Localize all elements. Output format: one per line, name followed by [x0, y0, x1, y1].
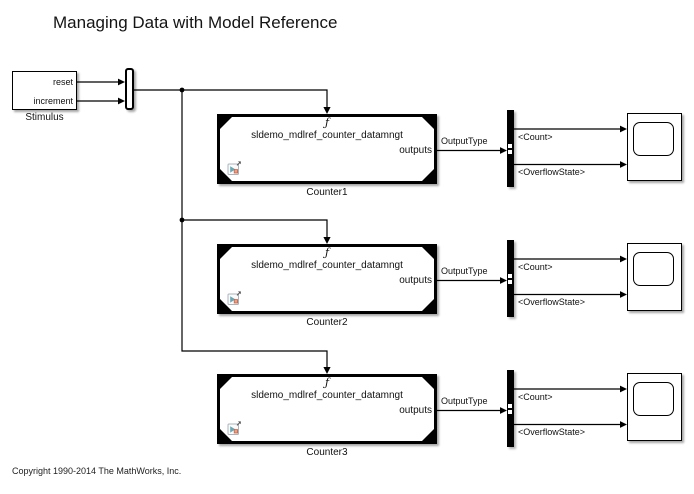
outputtype-signal-label: OutputType — [441, 136, 488, 146]
corner-notch — [220, 377, 232, 389]
model-reference-icon — [227, 421, 241, 435]
overflowstate-signal-label: <OverflowState> — [518, 167, 586, 177]
referenced-model-name: sldemo_mdlref_counter_datamngt — [251, 390, 403, 401]
trigger-port-icon: ƒ — [324, 376, 330, 389]
scope-screen-icon — [632, 251, 674, 286]
count-signal-label: <Count> — [518, 262, 553, 272]
scope2-block[interactable] — [627, 243, 682, 311]
bus-selector-2[interactable] — [507, 240, 514, 317]
corner-notch — [220, 117, 232, 129]
bus-selector-3[interactable] — [507, 370, 514, 447]
trigger-port-icon: ƒ — [324, 116, 330, 129]
trigger-port-icon: ƒ — [324, 246, 330, 259]
corner-notch — [422, 247, 434, 259]
outputs-port-label: outputs — [399, 405, 432, 416]
scope1-block[interactable] — [627, 113, 682, 181]
outputtype-signal-label: OutputType — [441, 396, 488, 406]
stimulus-port-increment: increment — [33, 96, 73, 106]
scope-screen-icon — [632, 381, 674, 416]
referenced-model-name: sldemo_mdlref_counter_datamngt — [251, 260, 403, 271]
scope-screen-icon — [632, 121, 674, 156]
counter2-block[interactable]: ƒ sldemo_mdlref_counter_datamngt outputs — [217, 244, 437, 314]
corner-notch — [422, 169, 434, 181]
outputs-port-label: outputs — [399, 145, 432, 156]
bus-input-port-icon — [507, 144, 512, 148]
corner-notch — [422, 117, 434, 129]
mux-block[interactable] — [125, 68, 134, 110]
count-signal-label: <Count> — [518, 392, 553, 402]
counter3-block[interactable]: ƒ sldemo_mdlref_counter_datamngt outputs — [217, 374, 437, 444]
bus-selector-1[interactable] — [507, 110, 514, 187]
model-reference-icon — [227, 291, 241, 305]
outputs-port-label: outputs — [399, 275, 432, 286]
stimulus-block[interactable]: reset increment — [12, 71, 77, 110]
copyright-text: Copyright 1990-2014 The MathWorks, Inc. — [12, 466, 182, 476]
referenced-model-name: sldemo_mdlref_counter_datamngt — [251, 130, 403, 141]
outputtype-signal-label: OutputType — [441, 266, 488, 276]
model-reference-icon — [227, 161, 241, 175]
bus-input-port-icon — [507, 410, 512, 414]
counter1-block[interactable]: ƒ sldemo_mdlref_counter_datamngt outputs — [217, 114, 437, 184]
bus-input-port-icon — [507, 280, 512, 284]
stimulus-caption: Stimulus — [25, 112, 64, 123]
count-signal-label: <Count> — [518, 132, 553, 142]
corner-notch — [422, 429, 434, 441]
counter3-caption: Counter3 — [306, 447, 348, 458]
overflowstate-signal-label: <OverflowState> — [518, 297, 586, 307]
corner-notch — [422, 377, 434, 389]
bus-input-port-icon — [507, 150, 512, 154]
bus-input-port-icon — [507, 274, 512, 278]
corner-notch — [422, 299, 434, 311]
scope3-block[interactable] — [627, 373, 682, 441]
model-title: Managing Data with Model Reference — [53, 13, 338, 32]
counter2-caption: Counter2 — [306, 317, 348, 328]
corner-notch — [220, 247, 232, 259]
bus-input-port-icon — [507, 404, 512, 408]
overflowstate-signal-label: <OverflowState> — [518, 427, 586, 437]
counter1-caption: Counter1 — [306, 187, 348, 198]
stimulus-port-reset: reset — [52, 77, 73, 87]
